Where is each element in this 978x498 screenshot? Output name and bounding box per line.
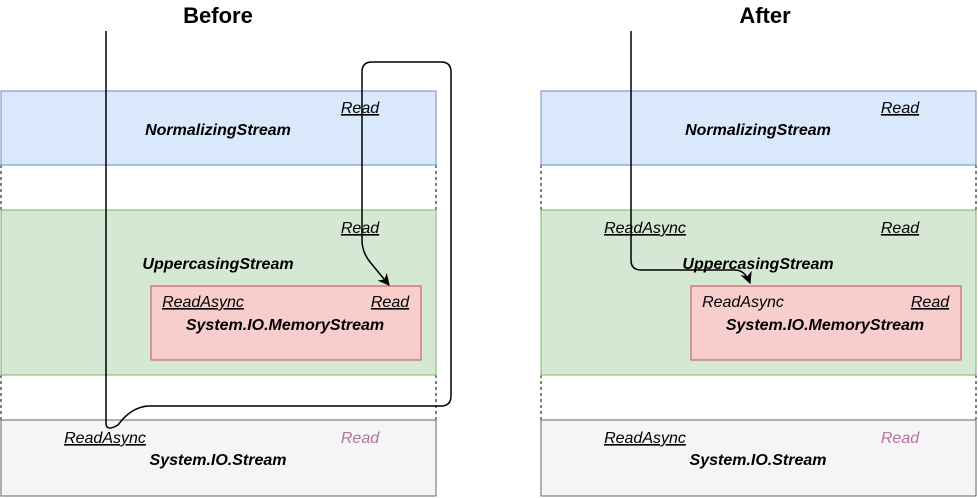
before-memory-read-async: ReadAsync [162,294,244,311]
after-uppercasing-read: Read [881,220,920,237]
after-title: After [739,3,791,28]
before-uppercasing-name: UppercasingStream [142,256,293,273]
before-normalizing-name: NormalizingStream [145,122,291,139]
before-base-name: System.IO.Stream [150,452,287,469]
before-memory-read: Read [371,294,410,311]
after-call-flow-arrow [630,31,752,285]
after-base-read-inherited: Read [881,430,920,447]
after-uppercasing-name: UppercasingStream [682,256,833,273]
after-normalizing-read: Read [881,100,920,117]
before-normalizing-stream-box [0,90,437,166]
after-base-read-async: ReadAsync [604,430,686,447]
before-base-read-async: ReadAsync [64,430,146,447]
after-normalizing-name: NormalizingStream [685,122,831,139]
after-base-name: System.IO.Stream [690,452,827,469]
after-memory-read-async: ReadAsync [702,294,784,311]
before-call-flow-arrow [105,31,452,429]
after-normalizing-stream-box [540,90,977,166]
before-uppercasing-read: Read [341,220,380,237]
after-memory-stream-box [690,285,962,361]
after-memory-name: System.IO.MemoryStream [726,317,924,334]
before-title: Before [183,3,253,28]
before-memory-stream-box [150,285,422,361]
after-base-stream-box [540,419,977,497]
before-base-read-inherited: Read [341,430,380,447]
after-memory-read: Read [911,294,950,311]
before-panel: Read NormalizingStream Read UppercasingS… [0,31,452,497]
after-panel: Read NormalizingStream ReadAsync Read Up… [540,31,977,497]
after-uppercasing-read-async: ReadAsync [604,220,686,237]
before-normalizing-read: Read [341,100,380,117]
before-base-stream-box [0,419,437,497]
before-memory-name: System.IO.MemoryStream [186,317,384,334]
